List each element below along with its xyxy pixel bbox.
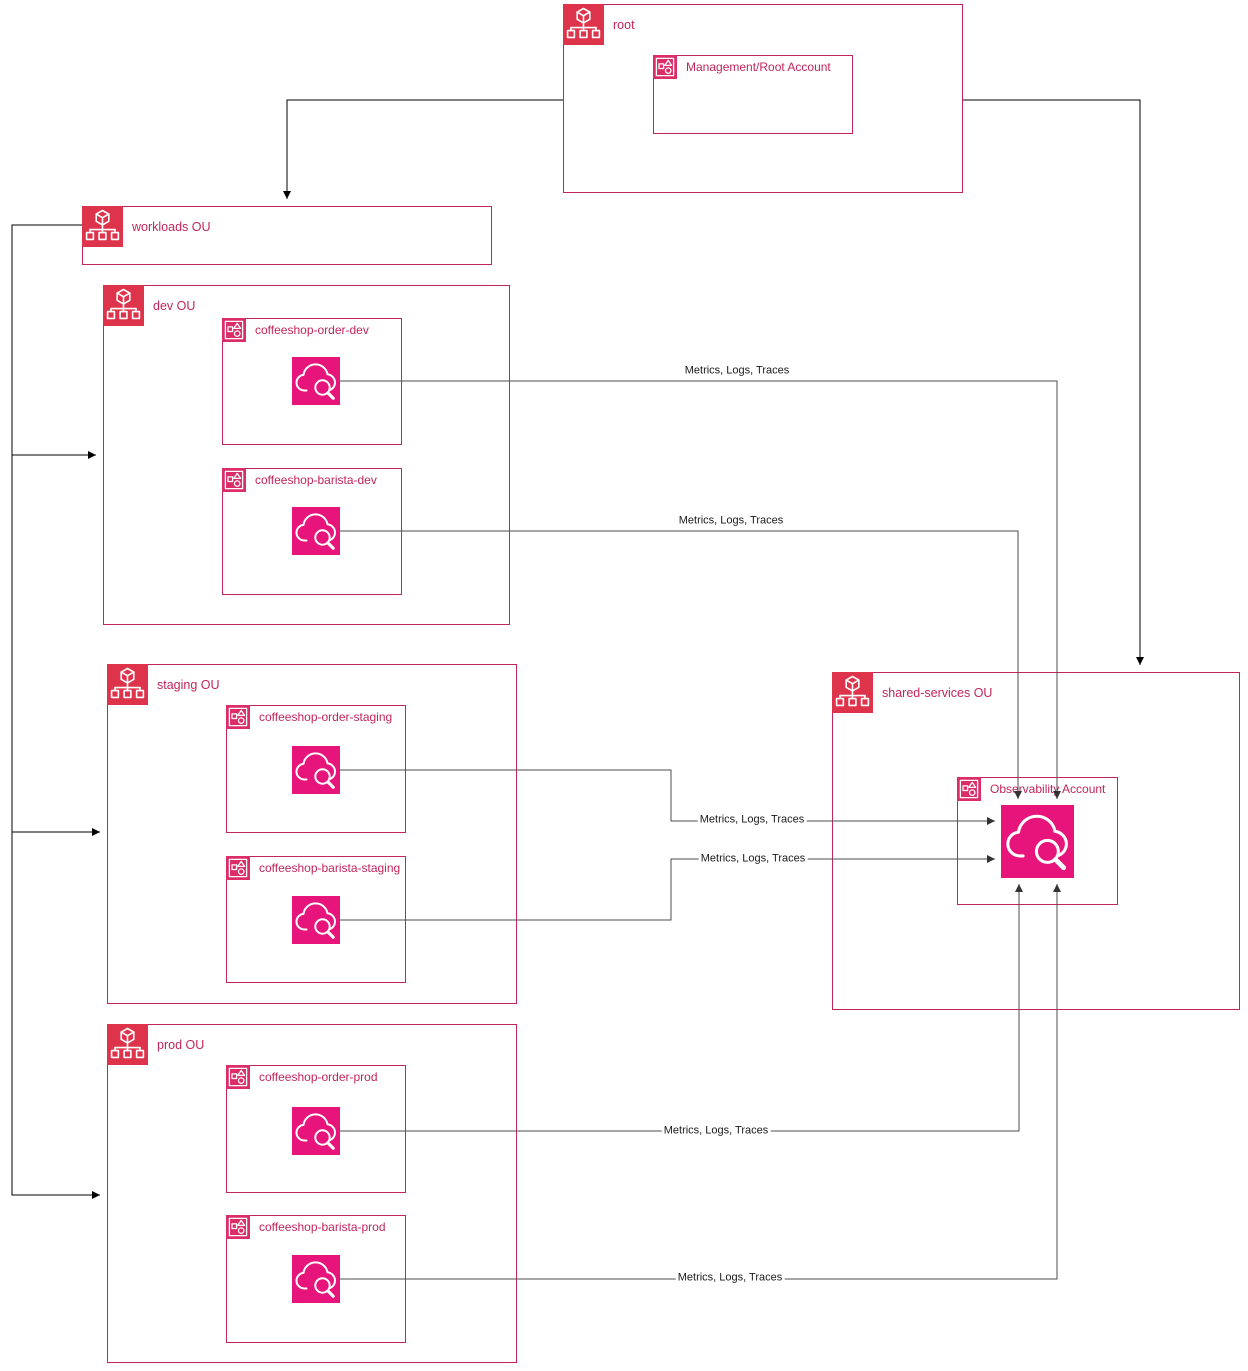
aws-account-icon bbox=[226, 856, 250, 880]
edge-label-barista-dev: Metrics, Logs, Traces bbox=[676, 514, 786, 528]
ou-staging-label: staging OU bbox=[157, 677, 220, 692]
edge-label-order-prod: Metrics, Logs, Traces bbox=[661, 1124, 771, 1138]
account-management-root-label: Management/Root Account bbox=[686, 60, 831, 74]
cloudwatch-icon bbox=[292, 896, 340, 944]
ou-workloads: workloads OU bbox=[82, 206, 492, 265]
ou-root: root bbox=[563, 4, 963, 193]
account-barista-prod-label: coffeeshop-barista-prod bbox=[259, 1220, 386, 1234]
organizational-unit-icon bbox=[107, 664, 148, 705]
cloudwatch-icon bbox=[1001, 805, 1074, 878]
organizational-unit-icon bbox=[563, 4, 604, 45]
account-order-prod-label: coffeeshop-order-prod bbox=[259, 1070, 378, 1084]
ou-staging: staging OU bbox=[107, 664, 517, 1004]
account-barista-staging-label: coffeeshop-barista-staging bbox=[259, 861, 401, 875]
aws-account-icon bbox=[653, 55, 677, 79]
organizational-unit-icon bbox=[107, 1024, 148, 1065]
edge-label-barista-prod: Metrics, Logs, Traces bbox=[675, 1271, 785, 1285]
ou-prod-label: prod OU bbox=[157, 1037, 205, 1052]
ou-shared-services-label: shared-services OU bbox=[882, 685, 993, 700]
edge-label-order-dev: Metrics, Logs, Traces bbox=[682, 364, 792, 378]
account-order-dev-label: coffeeshop-order-dev bbox=[255, 323, 369, 337]
aws-account-icon bbox=[226, 1215, 250, 1239]
ou-workloads-label: workloads OU bbox=[132, 219, 211, 234]
cloudwatch-icon bbox=[292, 1107, 340, 1155]
aws-account-icon bbox=[222, 318, 246, 342]
aws-account-icon bbox=[226, 1065, 250, 1089]
account-order-staging-label: coffeeshop-order-staging bbox=[259, 710, 393, 724]
ou-dev-label: dev OU bbox=[153, 298, 196, 313]
account-barista-dev-label: coffeeshop-barista-dev bbox=[255, 473, 377, 487]
account-management-root: Management/Root Account bbox=[653, 55, 853, 134]
aws-account-icon bbox=[226, 705, 250, 729]
aws-account-icon bbox=[222, 468, 246, 492]
edge-label-barista-staging: Metrics, Logs, Traces bbox=[698, 852, 808, 866]
ou-root-label: root bbox=[613, 17, 635, 32]
cloudwatch-icon bbox=[292, 746, 340, 794]
cloudwatch-icon bbox=[292, 1255, 340, 1303]
edge-label-order-staging: Metrics, Logs, Traces bbox=[697, 813, 807, 827]
organizational-unit-icon bbox=[82, 206, 123, 247]
cloudwatch-icon bbox=[292, 507, 340, 555]
aws-account-icon bbox=[957, 777, 981, 801]
organizational-unit-icon bbox=[832, 672, 873, 713]
account-observability-label: Observability Account bbox=[990, 782, 1106, 796]
cloudwatch-icon bbox=[292, 357, 340, 405]
organizational-unit-icon bbox=[103, 285, 144, 326]
